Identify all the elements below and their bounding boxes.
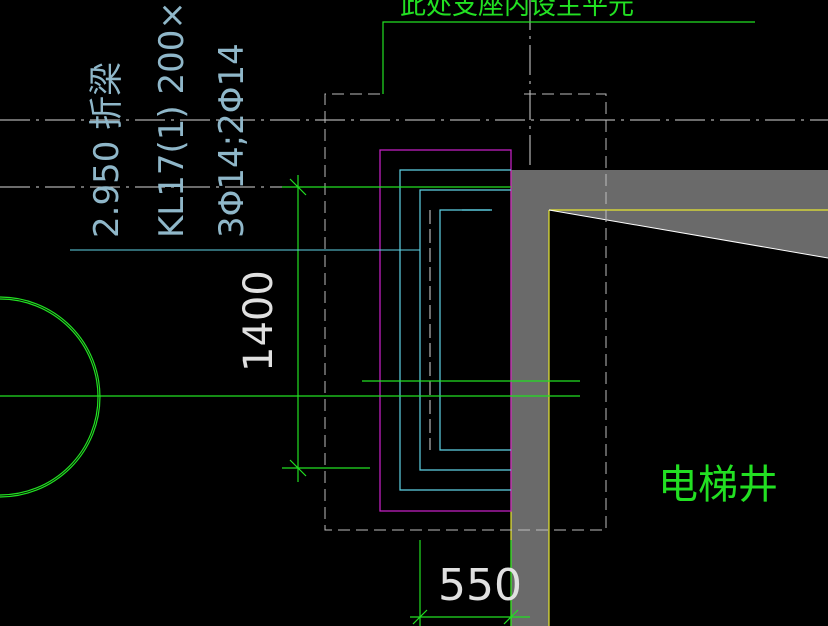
dim-tick-top xyxy=(289,178,307,196)
circle-marker xyxy=(0,296,101,498)
rebar-lines xyxy=(399,169,511,491)
wall-horizontal xyxy=(511,170,828,210)
beam-label-line2: KL17(1) 200× xyxy=(152,1,192,238)
leader-top xyxy=(382,21,755,94)
rebar-outer xyxy=(399,169,511,491)
dashed-boundary xyxy=(324,93,607,531)
green-lines xyxy=(0,21,755,626)
beam-label-group: 2.950 折梁 xyxy=(87,62,127,238)
rebar-second xyxy=(419,189,511,471)
dimension-vertical: 1400 xyxy=(236,270,282,372)
beam-label-group-3: 3Φ14;2Φ14 xyxy=(212,43,252,238)
circle-marker-arc xyxy=(0,298,99,496)
wall-slope-edge xyxy=(548,209,828,259)
dim-tick-h-right xyxy=(503,609,519,625)
column-outline xyxy=(379,149,512,512)
dim-tick-h-left xyxy=(412,609,428,625)
beam-label-line1: 2.950 折梁 xyxy=(87,62,127,238)
wall-vertical xyxy=(511,170,549,626)
dimension-vertical-group: 1400 xyxy=(236,270,282,372)
beam-label-line3: 3Φ14;2Φ14 xyxy=(212,43,252,238)
dim-tick-bottom xyxy=(289,459,307,477)
top-annotation: 此处支座内设主平元 xyxy=(400,0,634,21)
dimension-horizontal: 550 xyxy=(438,560,522,611)
beam-label-group-2: KL17(1) 200× xyxy=(152,1,192,238)
room-label: 电梯井 xyxy=(658,462,778,508)
dashed-boundary-left xyxy=(324,93,607,531)
